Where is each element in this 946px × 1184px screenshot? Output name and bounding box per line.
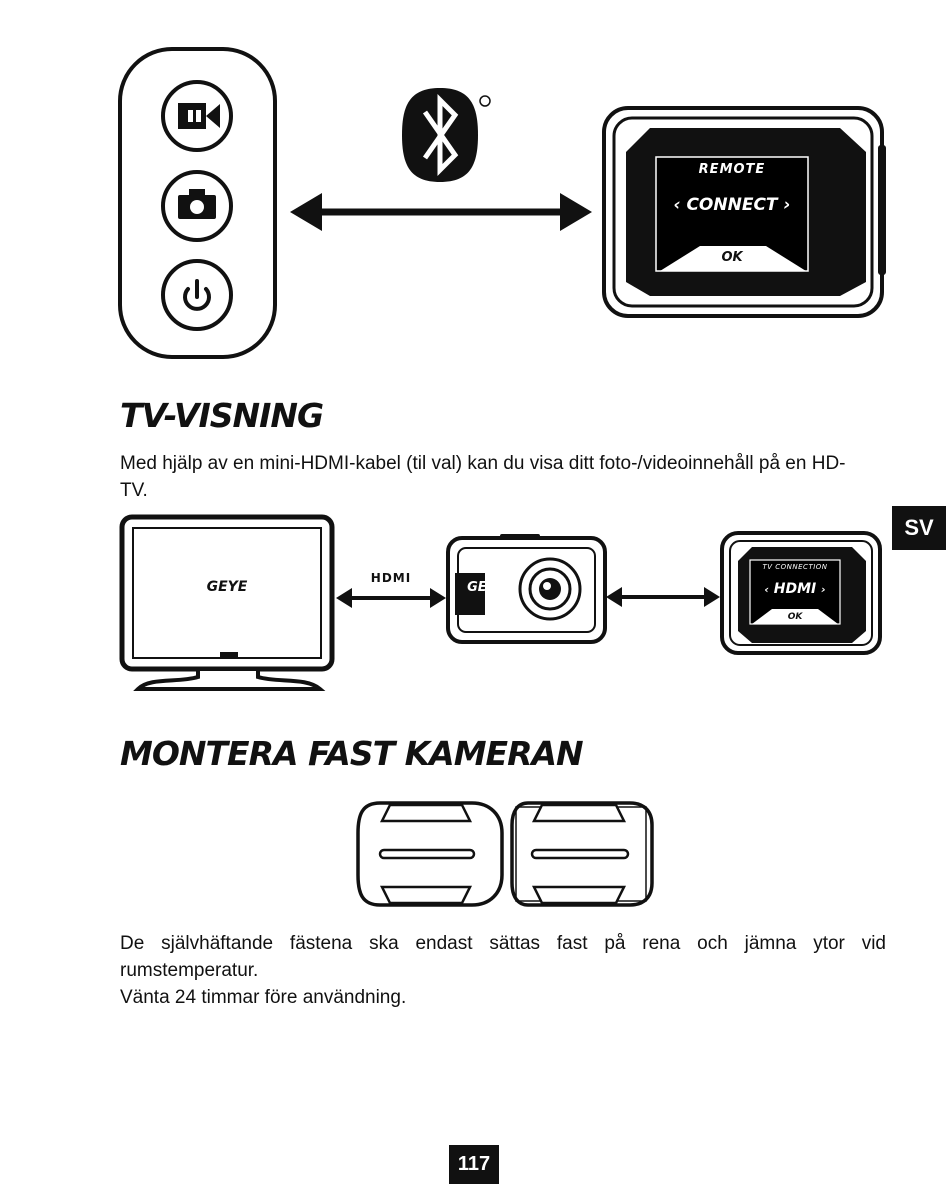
remote-screen-title: REMOTE — [698, 162, 766, 177]
camera-to-screen-arrow — [606, 587, 720, 607]
hdmi-screen-connect: ‹ HDMI › — [750, 581, 840, 597]
chevron-left-icon: ‹ — [673, 195, 681, 215]
camera-back-remote — [602, 106, 886, 318]
camera-lens — [518, 557, 582, 621]
mount-section-heading: MONTERA FAST KAMERAN — [120, 734, 584, 773]
remote-screen-connect: ‹ CONNECT › — [656, 195, 808, 215]
chevron-right-icon: › — [783, 195, 791, 215]
tv-logo: GEYE — [206, 579, 248, 595]
remote-connect-diagram — [118, 47, 886, 359]
chevron-left-icon: ‹ — [764, 583, 769, 596]
video-icon — [161, 80, 233, 152]
remote-screen-label: CONNECT — [686, 195, 778, 215]
hdmi-cable-arrow — [336, 588, 446, 608]
hdmi-screen-ok: OK — [787, 612, 803, 622]
tv-illustration — [119, 514, 335, 691]
page-number: 117 — [449, 1145, 499, 1184]
power-icon — [161, 259, 233, 331]
hdmi-screen-label: HDMI — [773, 581, 817, 597]
remote-control — [118, 47, 277, 359]
camera-icon — [161, 170, 233, 242]
camera-logo: GEYE — [467, 580, 505, 595]
curved-mount — [510, 801, 654, 907]
chevron-right-icon: › — [821, 583, 826, 596]
language-tab: SV — [892, 506, 946, 550]
camera-front — [446, 534, 607, 644]
remote-screen-ok: OK — [721, 250, 743, 265]
bluetooth-icon — [402, 88, 491, 182]
mount-section-paragraph-2: Vänta 24 timmar före användning. — [120, 987, 407, 1008]
hdmi-cable-label: HDMI — [370, 571, 412, 585]
flat-mount — [356, 801, 504, 907]
hdmi-screen-title: TV CONNECTION — [762, 563, 828, 571]
tv-section-paragraph: Med hjälp av en mini-HDMI-kabel (til val… — [120, 453, 846, 501]
adhesive-mounts-illustration — [356, 801, 654, 907]
connection-arrow — [290, 193, 592, 231]
tv-section-heading: TV-VISNING — [120, 396, 324, 435]
camera-back-hdmi — [720, 531, 882, 655]
mount-section-paragraph-1: De självhäftande fästena ska endast sätt… — [120, 933, 886, 981]
tv-connection-diagram — [119, 514, 882, 691]
